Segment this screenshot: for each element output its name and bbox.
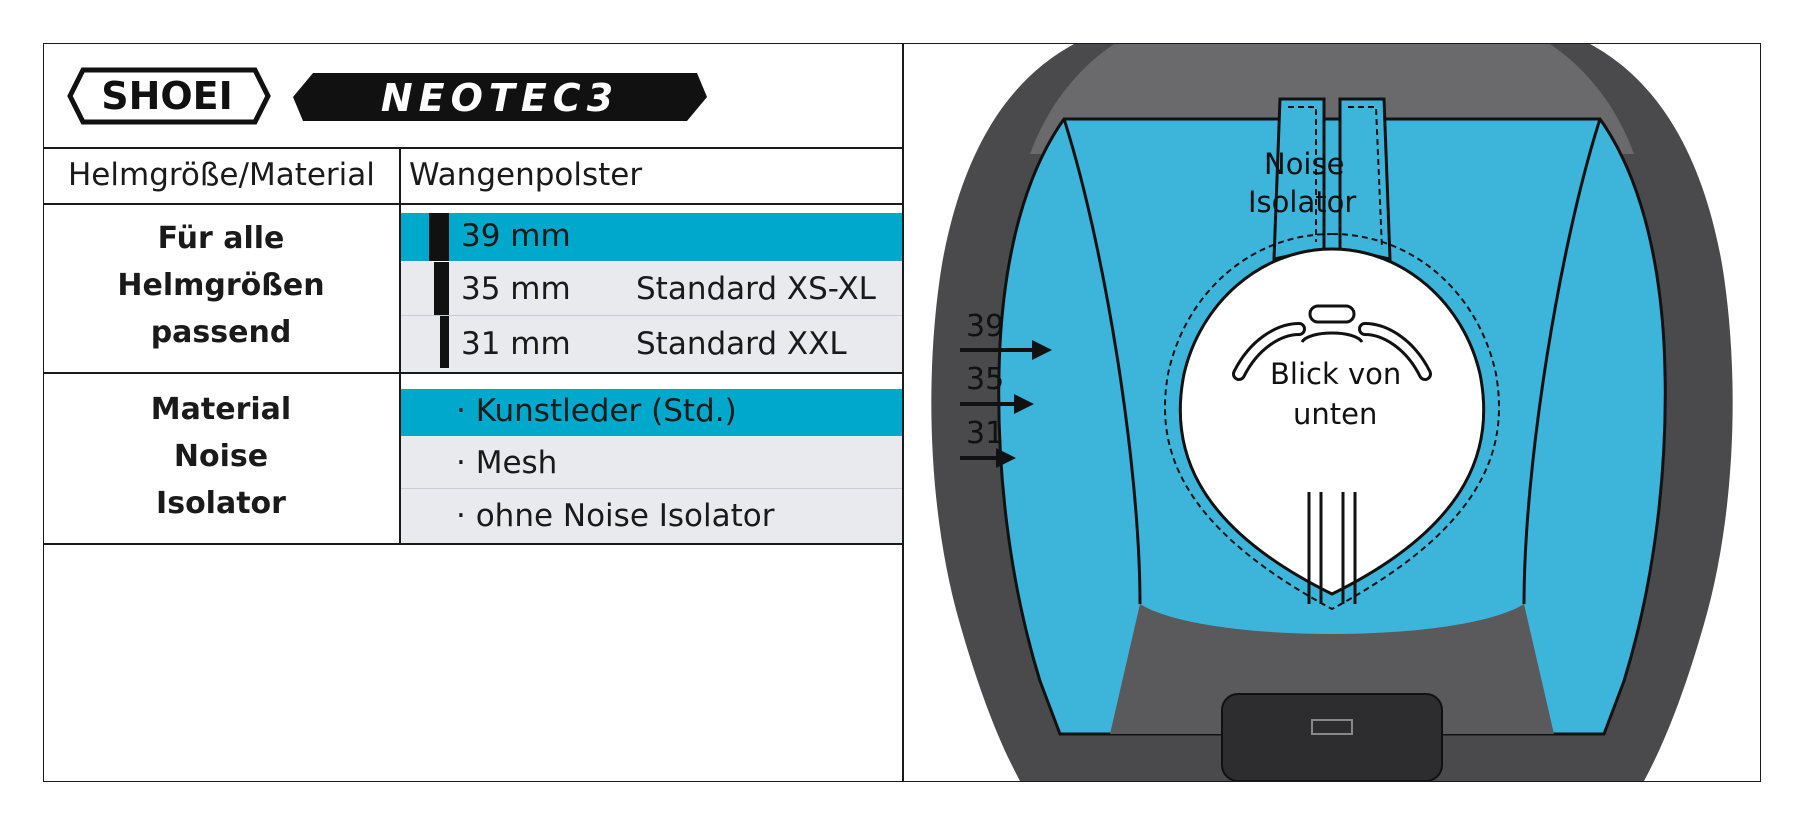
column-header-size: Helmgröße/Material bbox=[68, 157, 375, 193]
row-separator bbox=[400, 488, 902, 489]
brand-header: SHOEI NEOTEC3 bbox=[43, 43, 902, 147]
group-label-material: Material Noise Isolator bbox=[43, 386, 399, 527]
chin-vent-slot bbox=[1311, 719, 1353, 735]
material-label: · ohne Noise Isolator bbox=[456, 498, 775, 534]
noise-isolator-label: Noise bbox=[1264, 147, 1344, 181]
standard-note: Standard XS-XL bbox=[636, 271, 876, 307]
chin-area bbox=[1110, 604, 1554, 734]
helmet-diagram-panel: Noise Isolator Blick von unten 39 35 31 bbox=[904, 44, 1760, 781]
group-label-line: Helmgrößen bbox=[117, 268, 325, 303]
size-table-panel: SHOEI NEOTEC3 Helmgröße/Material Wangenp… bbox=[43, 43, 902, 782]
shoei-logo: SHOEI bbox=[67, 67, 271, 125]
column-header-cheekpad: Wangenpolster bbox=[409, 157, 643, 193]
shoei-logo-text: SHOEI bbox=[101, 74, 233, 118]
thickness-bar-31 bbox=[440, 316, 449, 368]
header-bottom-rule bbox=[43, 203, 902, 205]
vent-slot-right-inner bbox=[1361, 325, 1429, 378]
arrow-label-39: 39 bbox=[966, 309, 1004, 344]
group-label-line: Material bbox=[150, 392, 292, 427]
option-row-mesh[interactable]: · Mesh bbox=[400, 436, 902, 488]
header-top-rule bbox=[43, 147, 902, 149]
column-divider bbox=[399, 147, 401, 544]
side-seam-left bbox=[1062, 118, 1142, 605]
group-label-line: Noise bbox=[173, 439, 269, 474]
row-separator bbox=[400, 315, 902, 316]
thickness-label: 39 mm bbox=[461, 218, 571, 254]
view-from-below-label: Blick von bbox=[1270, 357, 1401, 391]
arrow-label-35: 35 bbox=[966, 362, 1004, 397]
group-label-line: Für alle bbox=[157, 221, 285, 256]
panel-divider bbox=[902, 43, 904, 782]
helmet-interior-diagram: Noise Isolator Blick von unten 39 35 31 bbox=[931, 44, 1733, 781]
neotec-logo-text: NEOTEC3 bbox=[381, 76, 619, 120]
head-opening bbox=[1178, 247, 1486, 596]
thickness-label: 31 mm bbox=[461, 326, 571, 362]
material-label: · Kunstleder (Std.) bbox=[456, 393, 737, 429]
standard-note: Standard XXL bbox=[636, 326, 847, 362]
arrow-head-35 bbox=[1014, 394, 1034, 414]
side-seam-right bbox=[1522, 118, 1602, 605]
vent-arc bbox=[1300, 331, 1364, 344]
option-row-ohne[interactable]: · ohne Noise Isolator bbox=[400, 489, 902, 543]
chin-vent bbox=[1221, 693, 1443, 781]
thickness-label: 35 mm bbox=[461, 271, 571, 307]
vent-slot-top bbox=[1308, 304, 1356, 324]
group-label-line: passend bbox=[150, 315, 292, 350]
stitch-line bbox=[1348, 106, 1383, 250]
vent-slot-left-inner bbox=[1235, 325, 1303, 378]
option-row-31mm[interactable]: 31 mm Standard XXL bbox=[400, 316, 902, 372]
group-divider bbox=[43, 372, 902, 374]
arrow-head-39 bbox=[1032, 340, 1052, 360]
view-from-below-label: unten bbox=[1293, 397, 1377, 431]
neotec-logo: NEOTEC3 bbox=[293, 73, 707, 121]
noise-isolator-label: Isolator bbox=[1248, 185, 1356, 219]
group-label-line: Isolator bbox=[156, 486, 286, 521]
arrow-label-31: 31 bbox=[966, 416, 1004, 451]
cheekpad-stitch bbox=[1163, 232, 1501, 611]
group-label-all-sizes: Für alle Helmgrößen passend bbox=[43, 215, 399, 356]
option-row-kunstleder[interactable]: · Kunstleder (Std.) bbox=[400, 389, 902, 436]
option-row-39mm[interactable]: 39 mm bbox=[400, 213, 902, 261]
chin-strap-channel bbox=[1307, 492, 1357, 604]
option-row-35mm[interactable]: 35 mm Standard XS-XL bbox=[400, 262, 902, 315]
table-bottom-rule bbox=[43, 543, 902, 545]
thickness-bar-35 bbox=[434, 262, 449, 315]
thickness-bar-39 bbox=[429, 213, 449, 261]
arrow-head-31 bbox=[996, 448, 1016, 468]
material-label: · Mesh bbox=[456, 445, 558, 481]
